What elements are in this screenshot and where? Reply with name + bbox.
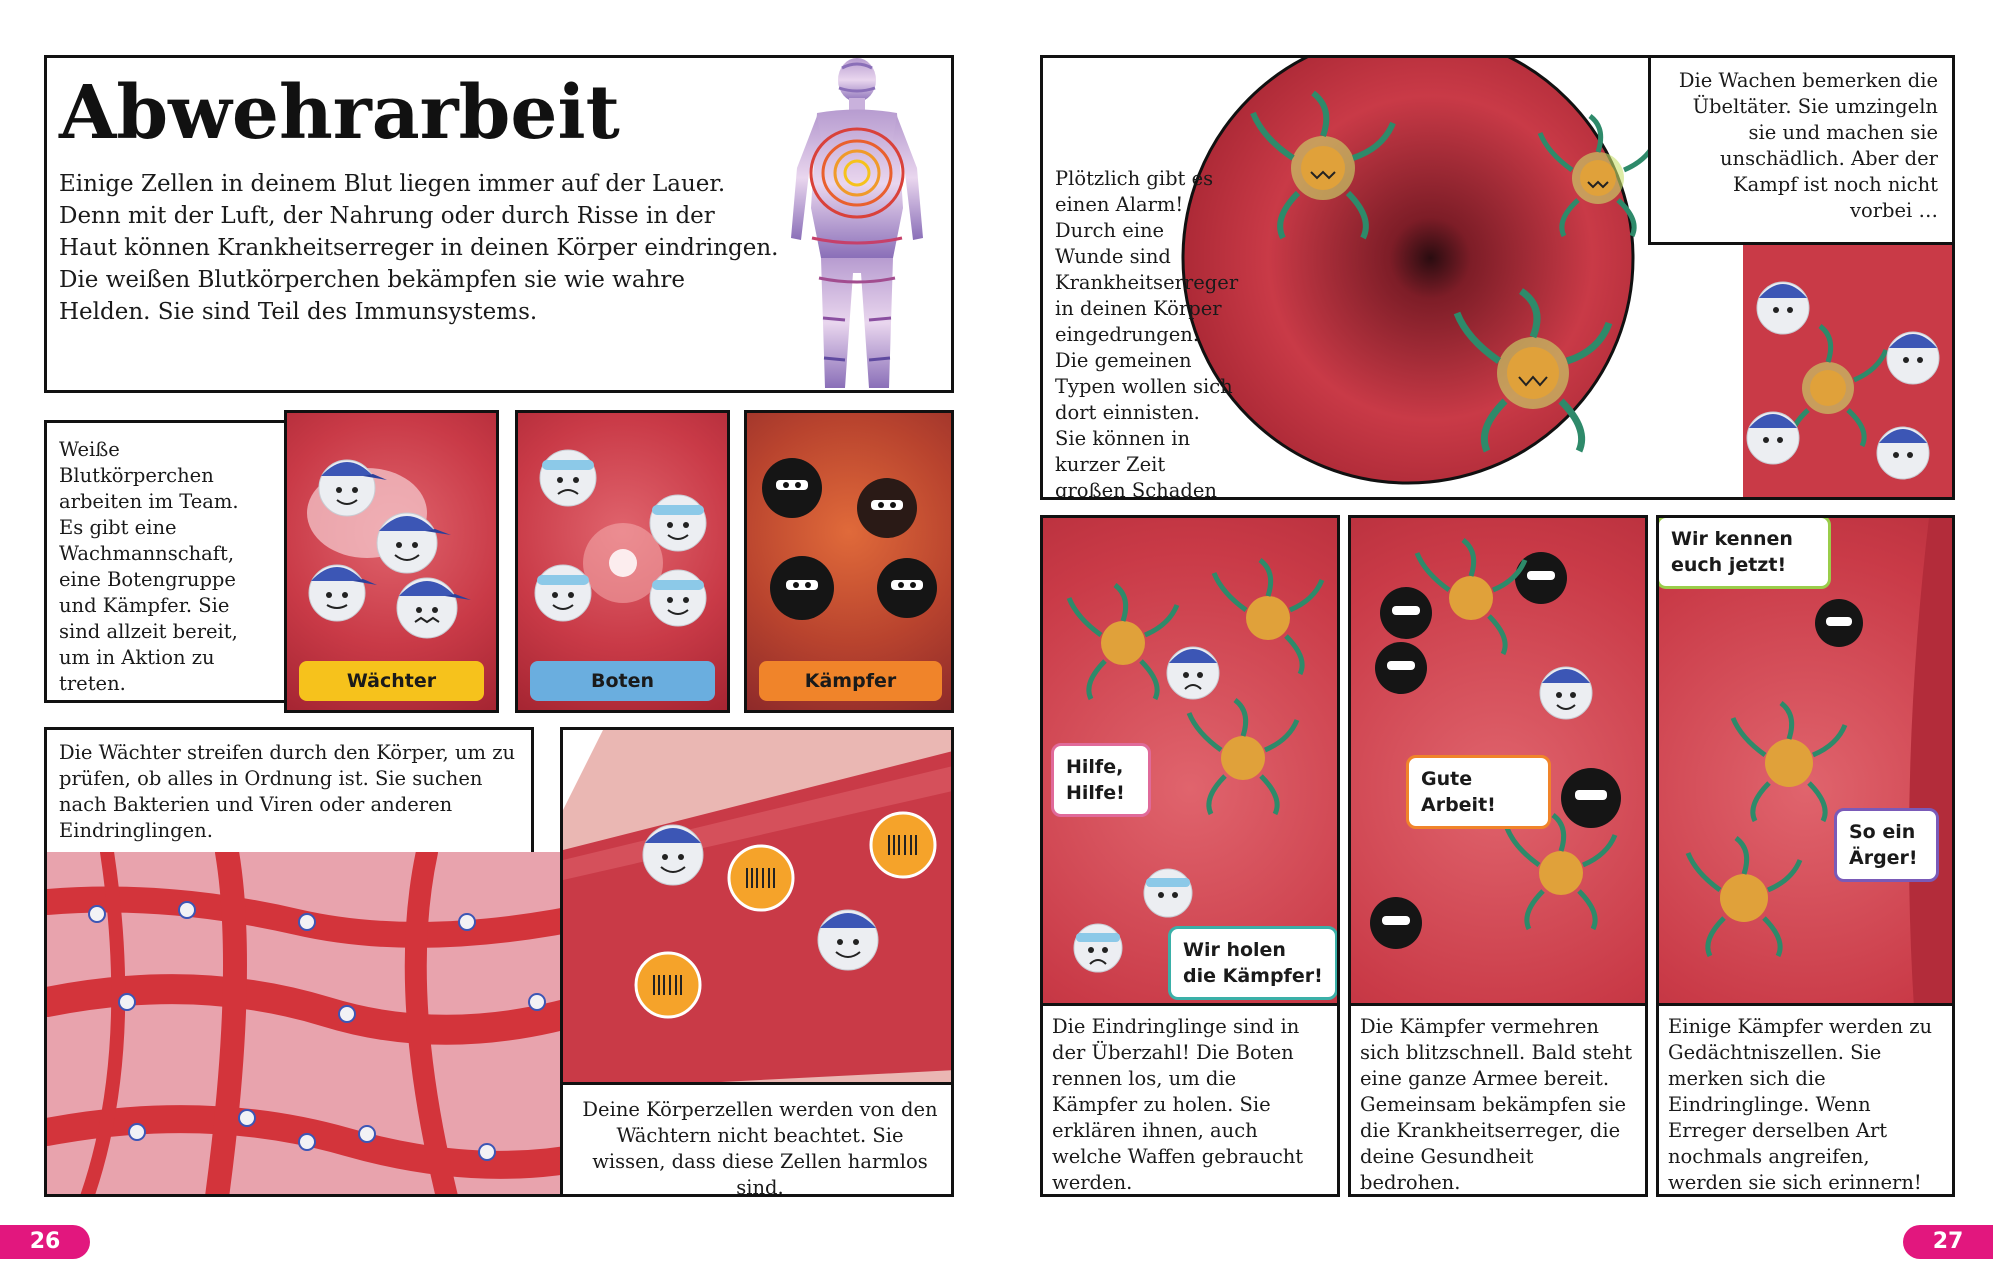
fighter-cell [1370,897,1422,949]
caption-1: Die Eindringlinge sind in der Überzahl! … [1052,1015,1304,1194]
pathogen [1789,324,1889,448]
guard-cell [1756,281,1810,335]
messenger-cell [649,494,707,552]
speech-bubble-fighters: Wir holen die Kämpfer! [1168,926,1337,1000]
vessel-zoom-illustration [563,730,951,1090]
fighter-cell [1375,642,1427,694]
fighter-cell [877,558,937,618]
pathogen [1066,583,1180,701]
zoom-lens [1181,58,1635,485]
guard-cell [1876,426,1930,480]
messenger-cell [1143,868,1193,918]
patrol-text-panel: Die Wächter streifen durch den Körper, u… [44,727,534,852]
cells-text: Deine Körperzellen werden von den Wächte… [582,1098,938,1197]
team-text: Weiße Blutkörperchen arbeiten im Team. E… [59,438,239,695]
body-cell-barcode [869,811,937,879]
alarm-illustration [1181,58,1952,497]
body-cell-barcode [727,844,795,912]
fighter-cell [1815,599,1863,647]
messenger-cell [1073,923,1123,973]
fighter-cell [770,556,834,620]
page-number-right: 27 [1903,1225,1993,1259]
guard-cell [642,824,704,886]
fighter-cell [1515,552,1567,604]
fighter-cell [1380,587,1432,639]
vessel-network-panel [44,852,604,1197]
cells-text-box: Deine Körperzellen werden von den Wächte… [563,1082,951,1197]
guard-cell [817,909,879,971]
caption-2: Die Kämpfer vermehren sich blitzschnell.… [1360,1015,1633,1194]
body-neck [849,98,865,112]
body-arm-left [791,116,821,240]
guard-cell [318,459,387,517]
fighters-panel: Kämpfer [744,410,954,713]
fighters-illustration [762,458,937,620]
pathogen [1685,836,1803,958]
pathogen [1186,698,1300,816]
story-illustration-2 [1370,538,1621,949]
caption-3: Einige Kämpfer werden zu Gedächtniszelle… [1668,1015,1933,1194]
guard-cell [1746,411,1800,465]
body-legs [821,258,893,388]
guard-cell [1166,646,1220,700]
intro-text: Einige Zellen in deinem Blut liegen imme… [59,171,779,325]
guard-cell [376,512,451,574]
team-text-panel: Weiße Blutkörperchen arbeiten im Team. E… [44,420,284,703]
pathogen [1250,90,1396,240]
vessel-zoom-panel: Deine Körperzellen werden von den Wächte… [560,727,954,1197]
speech-bubble-annoyed: So ein Ärger! [1834,808,1939,882]
vessel-network-illustration [47,852,601,1194]
caption-box-2: Die Kämpfer vermehren sich blitzschnell.… [1351,1003,1645,1194]
body-arm-right [893,116,923,240]
body-cell-barcode [634,951,702,1019]
speech-bubble-know-you: Wir kennen euch jetzt! [1659,518,1831,589]
label-fighters: Kämpfer [759,661,942,701]
label-guards: Wächter [299,661,484,701]
speech-bubble-good-work: Gute Arbeit! [1406,755,1551,829]
pathogen [1504,813,1618,931]
story-panel-1: Hilfe, Hilfe! Wir holen die Kämpfer! Die… [1040,515,1340,1197]
guard-cell [1539,666,1593,720]
caption-box-1: Die Eindringlinge sind in der Überzahl! … [1043,1003,1337,1194]
guard-cell [396,577,471,639]
fighter-cell [762,458,822,518]
guards-illustration [307,459,471,639]
story-panel-3: Wir kennen euch jetzt! So ein Ärger! Ein… [1656,515,1955,1197]
messenger-cell [539,449,597,507]
guards-text: Die Wachen bemerken die Übeltäter. Sie u… [1678,69,1938,222]
alarm-text: Plötzlich gibt es einen Alarm! Durch ein… [1055,167,1239,500]
intro-panel: Abwehrarbeit Einige Zellen in deinem Blu… [44,55,954,393]
guard-cell [1886,331,1940,385]
messengers-illustration [534,449,707,627]
speech-bubble-help: Hilfe, Hilfe! [1051,743,1151,817]
patrol-text: Die Wächter streifen durch den Körper, u… [59,741,516,842]
story-illustration-3 [1685,518,1952,1008]
story-panel-2: Gute Arbeit! Die Kämpfer vermehren sich … [1348,515,1648,1197]
story-illustration-1 [1066,558,1325,973]
guards-text-box [1648,58,1952,245]
alarm-panel: Die Wachen bemerken die Übeltäter. Sie u… [1040,55,1955,500]
fighter-cell [1561,768,1621,828]
page-title: Abwehrarbeit [59,70,620,156]
messenger-cell [534,564,592,622]
messenger-cell [649,569,707,627]
messengers-panel: Boten [515,410,730,713]
pathogen [1211,558,1325,676]
fighter-cell [857,478,917,538]
pathogen [1414,538,1528,656]
guards-panel: Wächter [284,410,499,713]
pathogen [1730,701,1848,823]
pathogen [1453,288,1613,453]
human-body-illustration [791,58,923,388]
page-number-left: 26 [0,1225,90,1259]
guard-cell [308,564,377,622]
label-messengers: Boten [530,661,715,701]
caption-box-3: Einige Kämpfer werden zu Gedächtniszelle… [1659,1003,1952,1194]
pathogen [1537,114,1659,238]
